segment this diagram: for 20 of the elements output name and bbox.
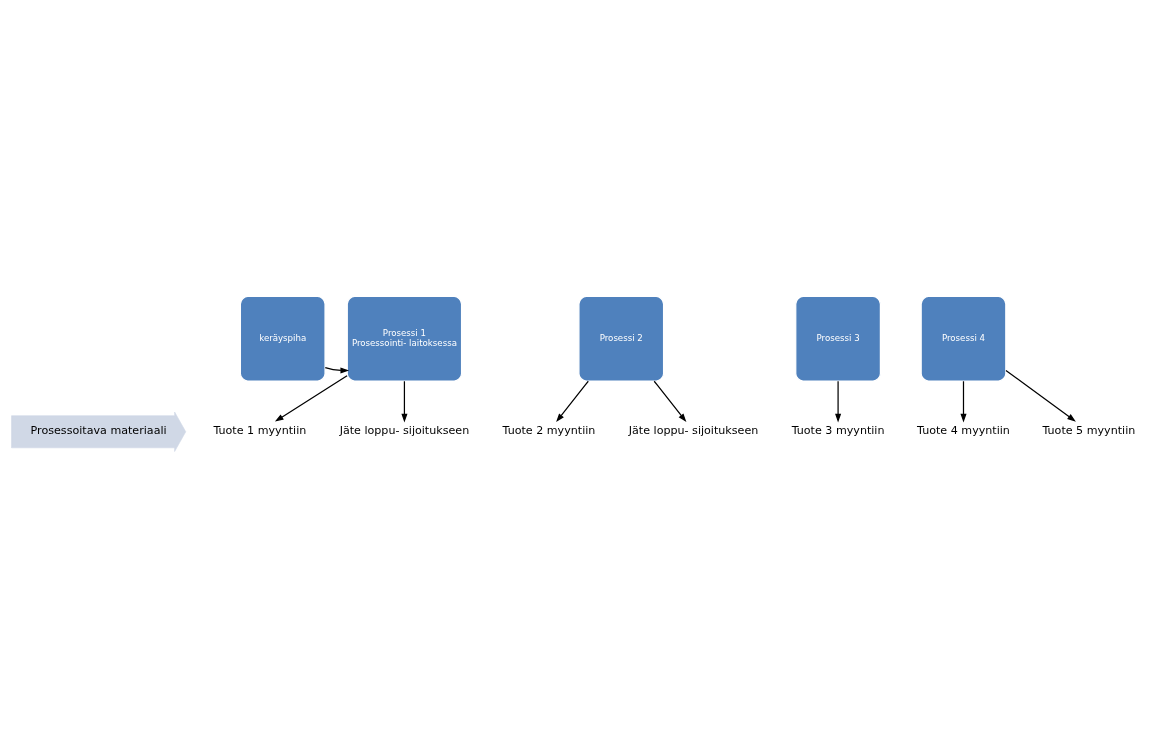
node-text: Tuote 3 myyntiin [791,423,885,437]
node-box: Prosessi 1 Prosessointi- laitoksessa [346,295,463,382]
arrow [556,380,589,422]
arrow [835,380,842,422]
node-text: Jäte loppu- sijoitukseen [628,423,759,437]
arrow [401,380,408,422]
arrow [324,366,350,373]
node-box: keräyspiha [239,295,326,382]
node-text: Jäte loppu- sijoitukseen [339,423,470,437]
node-box: Prosessi 3 [795,295,881,382]
arrow [1005,369,1076,422]
node-text: Tuote 1 myyntiin [213,423,307,437]
node-text: Tuote 5 myyntiin [1042,423,1136,437]
node-text: Tuote 4 myyntiin [917,423,1010,437]
node-box: Prosessi 2 [578,295,665,382]
node-text: Tuote 2 myyntiin [502,423,596,437]
arrow [653,380,687,422]
node-box: Prosessi 4 [920,295,1007,382]
arrow [960,380,967,422]
arrow [274,374,348,422]
